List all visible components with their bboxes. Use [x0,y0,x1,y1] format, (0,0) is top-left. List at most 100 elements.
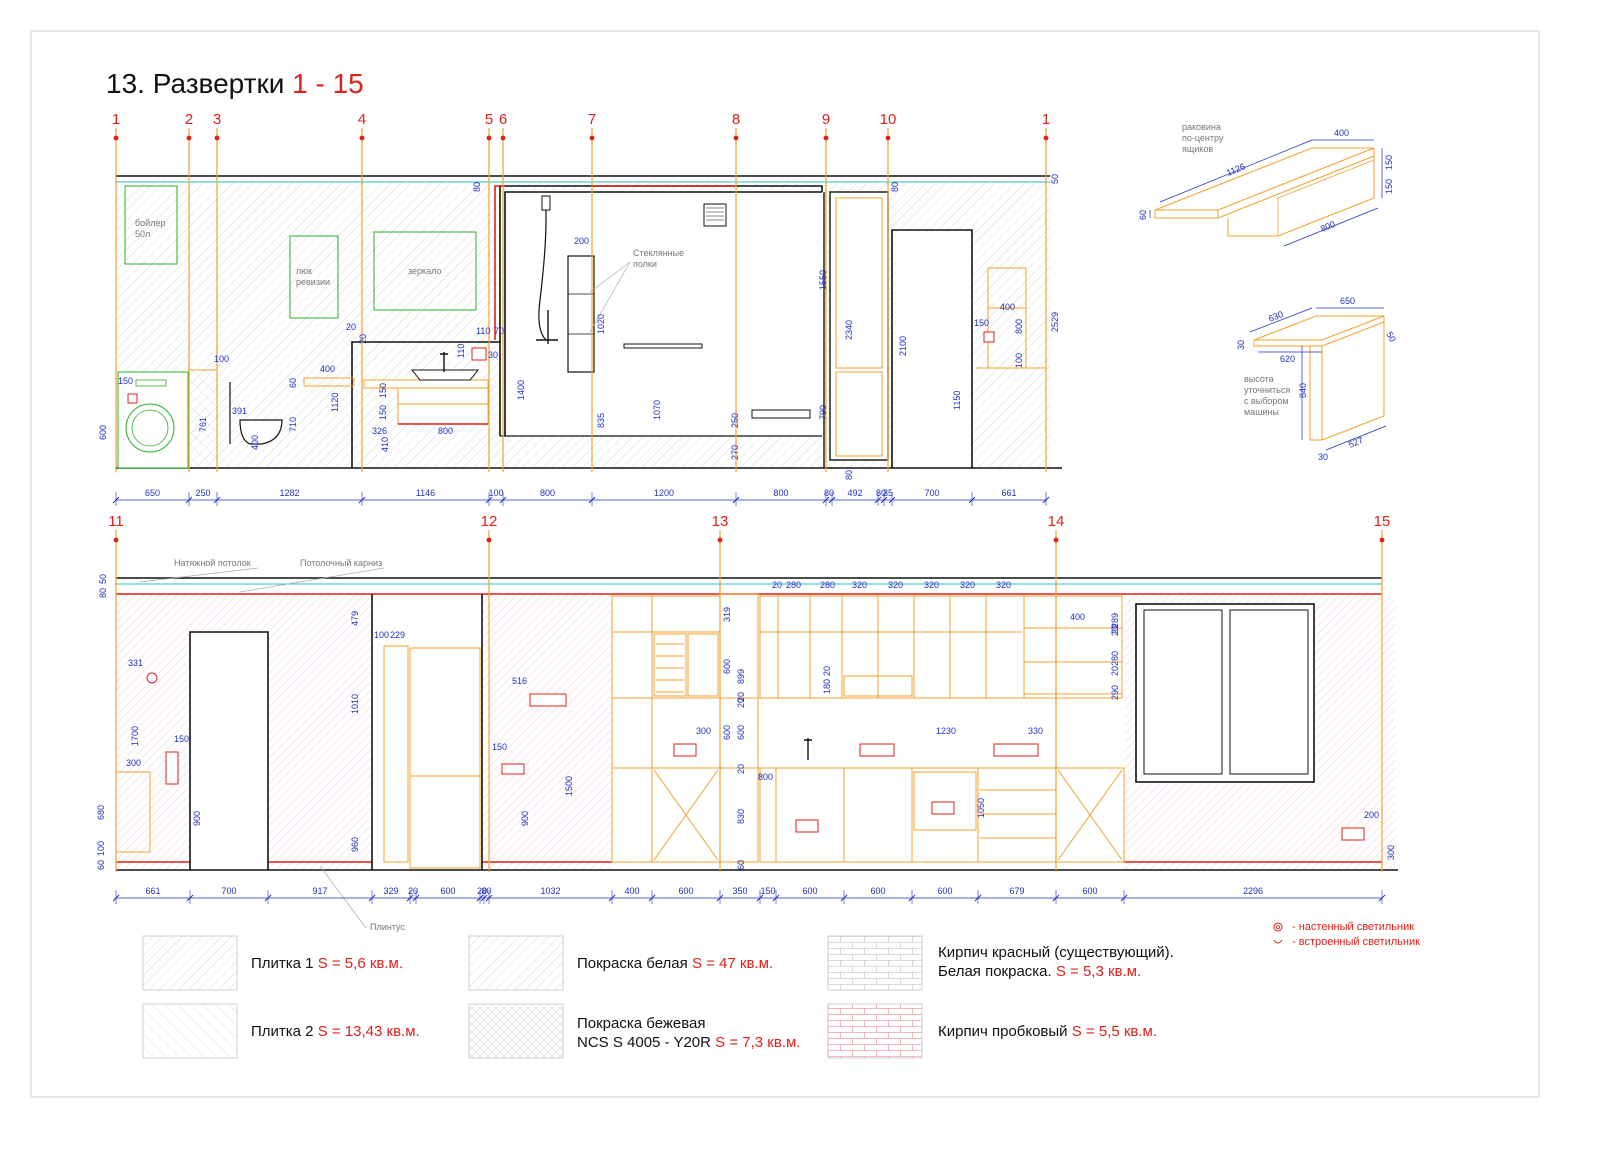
dimension-label: 600 [736,725,746,740]
elevation-top: бойлер 50л люк ревизии зеркало Стек [116,175,1062,469]
dimension-label: 80 [876,488,886,498]
svg-text:раковина: раковина [1182,122,1221,132]
axis-top-label: 5 [485,111,493,128]
axis-top-marker [885,135,891,141]
svg-text:полки: полки [633,259,657,269]
dimension-label: 2529 [1050,312,1060,332]
axis-bottom-label: 11 [108,513,124,530]
dimension-label: 30 [488,350,498,360]
symbols-legend: - настенный светильник - встроенный свет… [1273,921,1420,948]
dimension-label: 790 [818,405,828,420]
svg-text:Стеклянные: Стеклянные [633,248,684,258]
dimension-label: 600 [802,886,817,896]
dimension-label: 1150 [952,391,962,410]
svg-text:по-центру: по-центру [1182,133,1224,143]
svg-text:30: 30 [1236,340,1246,350]
boiler [124,185,178,265]
dimension-label: 479 [350,611,360,626]
dimension-label: 800 [1014,319,1024,334]
dimension-label: 1120 [330,393,340,412]
axis-top-label: 1 [1042,111,1050,128]
svg-text:с выбором: с выбором [1244,396,1289,406]
legend-item-brick-red-paint: Белая покраска. S = 5,3 кв.м. [938,963,1141,980]
dimension-label: 150 [378,383,388,398]
legend-item-tile1: Плитка 1 S = 5,6 кв.м. [251,955,403,972]
elevation-bottom: Натяжной потолок Потолочный карниз Плинт… [115,542,1398,932]
dimension-label: 900 [520,811,530,826]
dimension-label: 280 [1110,651,1120,666]
dimension-label: 100 [374,630,389,640]
axis-top-label: 4 [358,111,366,128]
dimension-label: 60 [736,860,746,870]
dimension-label: 20 [408,886,418,896]
dimension-label: 1700 [130,726,140,746]
dimension-label: 835 [596,413,606,428]
dimension-label: 2296 [1243,886,1263,896]
axis-bottom-label: 12 [481,513,498,530]
svg-text:527: 527 [1347,435,1365,450]
dimension-label: 516 [512,676,527,686]
dimension-label: 492 [847,488,862,498]
dimension-label: 320 [852,580,867,590]
svg-text:800: 800 [1319,219,1337,234]
svg-text:уточниться: уточниться [1244,385,1290,395]
legend-item-paint-beige-ncs: NCS S 4005 - Y20R S = 7,3 кв.м. [577,1034,800,1051]
dimension-label: 410 [380,437,390,452]
dimension-label: 400 [1000,302,1015,312]
dimension-label: 80 [481,886,491,896]
dimension-label: 1550 [818,270,828,290]
dimension-label: 60 [288,378,298,388]
svg-text:400: 400 [1334,128,1349,138]
dimension-label: 20 [1110,624,1120,634]
axis-top-marker [186,135,192,141]
dimension-label: 35 [883,488,893,498]
dimension-label: 300 [126,758,141,768]
axis-top-marker [589,135,595,141]
dimension-label: 800 [758,772,773,782]
dimension-label: 1200 [654,488,674,498]
dimension-label: 350 [732,886,747,896]
dimension-label: 200 [574,236,589,246]
dimension-label: 600 [722,659,732,674]
legend-item-brick-red: Кирпич красный (существующий). [938,944,1174,961]
recessed-lamp-icon [1273,939,1283,944]
legend-swatch-tile1 [142,935,238,991]
mirror [373,231,477,311]
dimension-label: 1500 [564,776,574,796]
svg-text:620: 620 [1280,354,1295,364]
dimension-label: 1020 [596,314,606,334]
dimension-label: 110 [476,326,490,336]
elevation-top-dimensions: 8050802529155023402100115079080270250107… [98,174,1060,480]
dimension-label: 150 [118,376,133,386]
dimension-label: 290 [1110,685,1120,700]
svg-text:Плинтус: Плинтус [370,922,405,932]
axis-top-marker [1043,135,1049,141]
axis-top-label: 8 [732,111,740,128]
dimension-label: 400 [320,364,335,374]
dimension-label: 229 [390,630,405,640]
svg-text:люк: люк [296,266,312,276]
legend-item-brick-cork: Кирпич пробковый S = 5,5 кв.м. [938,1023,1157,1040]
dimension-label: 330 [1028,726,1043,736]
dimension-label: 280 [786,580,801,590]
dimension-label: 700 [924,488,939,498]
window [1135,603,1315,783]
svg-text:ревизии: ревизии [296,277,330,287]
axis-top-marker [823,135,829,141]
axis-top-label: 2 [185,111,193,128]
axis-top-marker [486,135,492,141]
legend-item-tile2: Плитка 2 S = 13,43 кв.м. [251,1023,420,1040]
dimension-label: 320 [996,580,1011,590]
dimension-label: 180 [822,679,832,694]
legend-swatch-brick-cork [827,1003,923,1059]
legend-swatch-paint-white [468,935,564,991]
axis-top-marker [733,135,739,141]
dimension-label: 2340 [844,320,854,340]
svg-text:60: 60 [1138,210,1148,220]
dimension-label: 1282 [279,488,299,498]
legend-item-paint-beige: Покраска бежевая [577,1015,706,1032]
legend-item-paint-white: Покраска белая S = 47 кв.м. [577,955,773,972]
dimension-label: 20 [358,334,368,344]
